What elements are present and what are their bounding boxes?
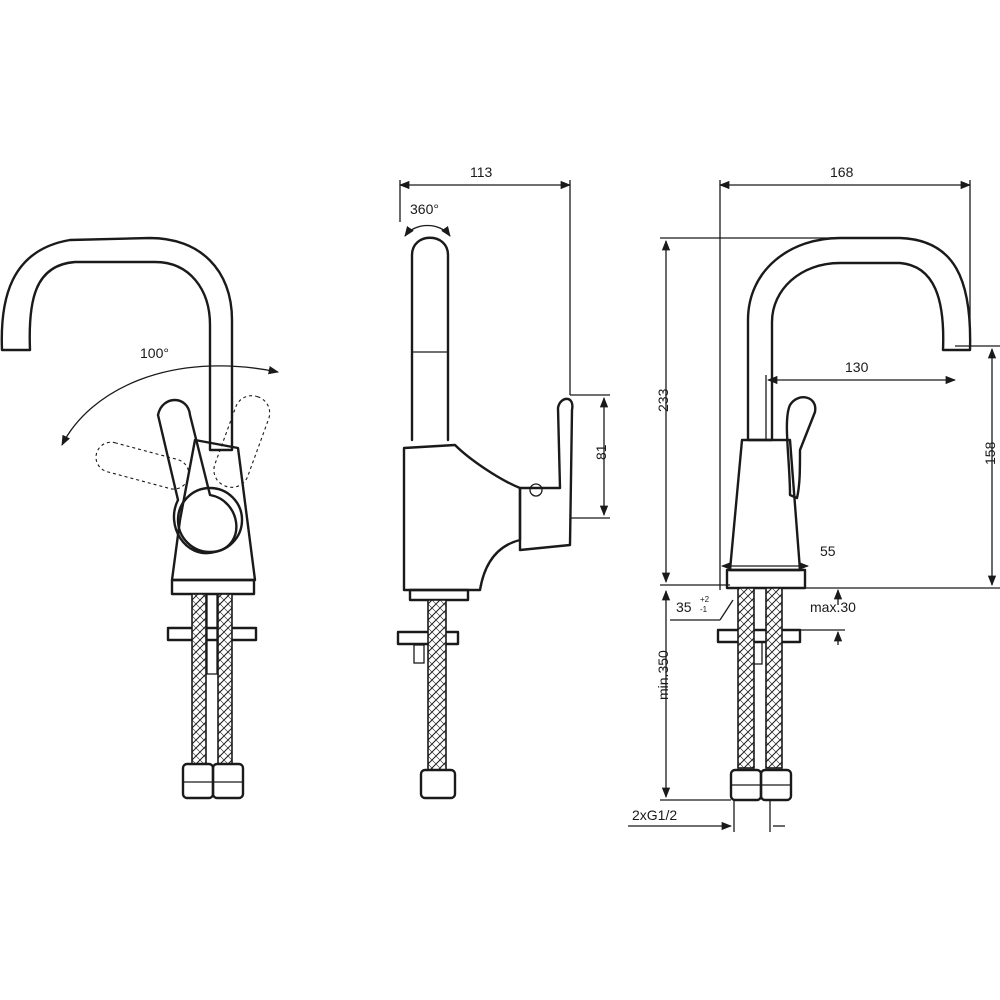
side-view: 113 360° 81 (396, 164, 610, 800)
base-diameter-label: 55 (820, 543, 836, 559)
dimension-view: 168 233 130 158 55 35 +2 -1 (628, 164, 1000, 832)
spout-reach-label: 130 (845, 359, 869, 375)
right-base (725, 568, 807, 590)
hole-tolerance-lower: -1 (700, 605, 708, 614)
side-stud (413, 644, 425, 664)
swivel-label: 360° (410, 201, 439, 217)
spout-height-label: 158 (982, 441, 998, 465)
hole-tolerance-upper: +2 (700, 595, 710, 604)
side-spout (410, 236, 450, 442)
lever-swing-arc (61, 365, 280, 446)
front-nut-right (211, 762, 245, 800)
front-view: 100° (0, 236, 280, 800)
front-spout (0, 236, 234, 452)
hose-length-label: min.350 (655, 650, 671, 700)
lever-height-label: 81 (593, 444, 609, 460)
front-lever-hub (176, 486, 244, 554)
front-hose-left (191, 593, 207, 765)
right-spout (746, 236, 972, 442)
lever-swing-label: 100° (140, 345, 169, 361)
front-body (170, 438, 257, 582)
side-nut (419, 768, 457, 800)
side-lever (518, 397, 574, 552)
front-base (170, 578, 256, 596)
swivel-arc (404, 224, 451, 237)
right-fixing-plate (716, 628, 802, 644)
deck-thickness-label: max.30 (810, 599, 856, 615)
front-center-rod (206, 593, 218, 675)
front-lever-ghost-left (95, 441, 190, 490)
side-body (402, 443, 522, 592)
side-base (408, 588, 470, 602)
right-hose-left (737, 587, 755, 769)
right-lever (785, 396, 817, 500)
front-nut-left (181, 762, 215, 800)
side-hose (427, 599, 447, 771)
width-label: 168 (830, 164, 854, 180)
front-lever (156, 398, 238, 555)
depth-label: 113 (470, 164, 493, 180)
side-lever-pivot (529, 483, 543, 497)
front-fixing-plate (166, 626, 258, 642)
total-height-label: 233 (655, 388, 671, 412)
hole-label: 35 (676, 599, 692, 615)
front-hose-right (217, 593, 233, 765)
right-hose-right (765, 587, 783, 769)
connection-label: 2xG1/2 (632, 807, 677, 823)
